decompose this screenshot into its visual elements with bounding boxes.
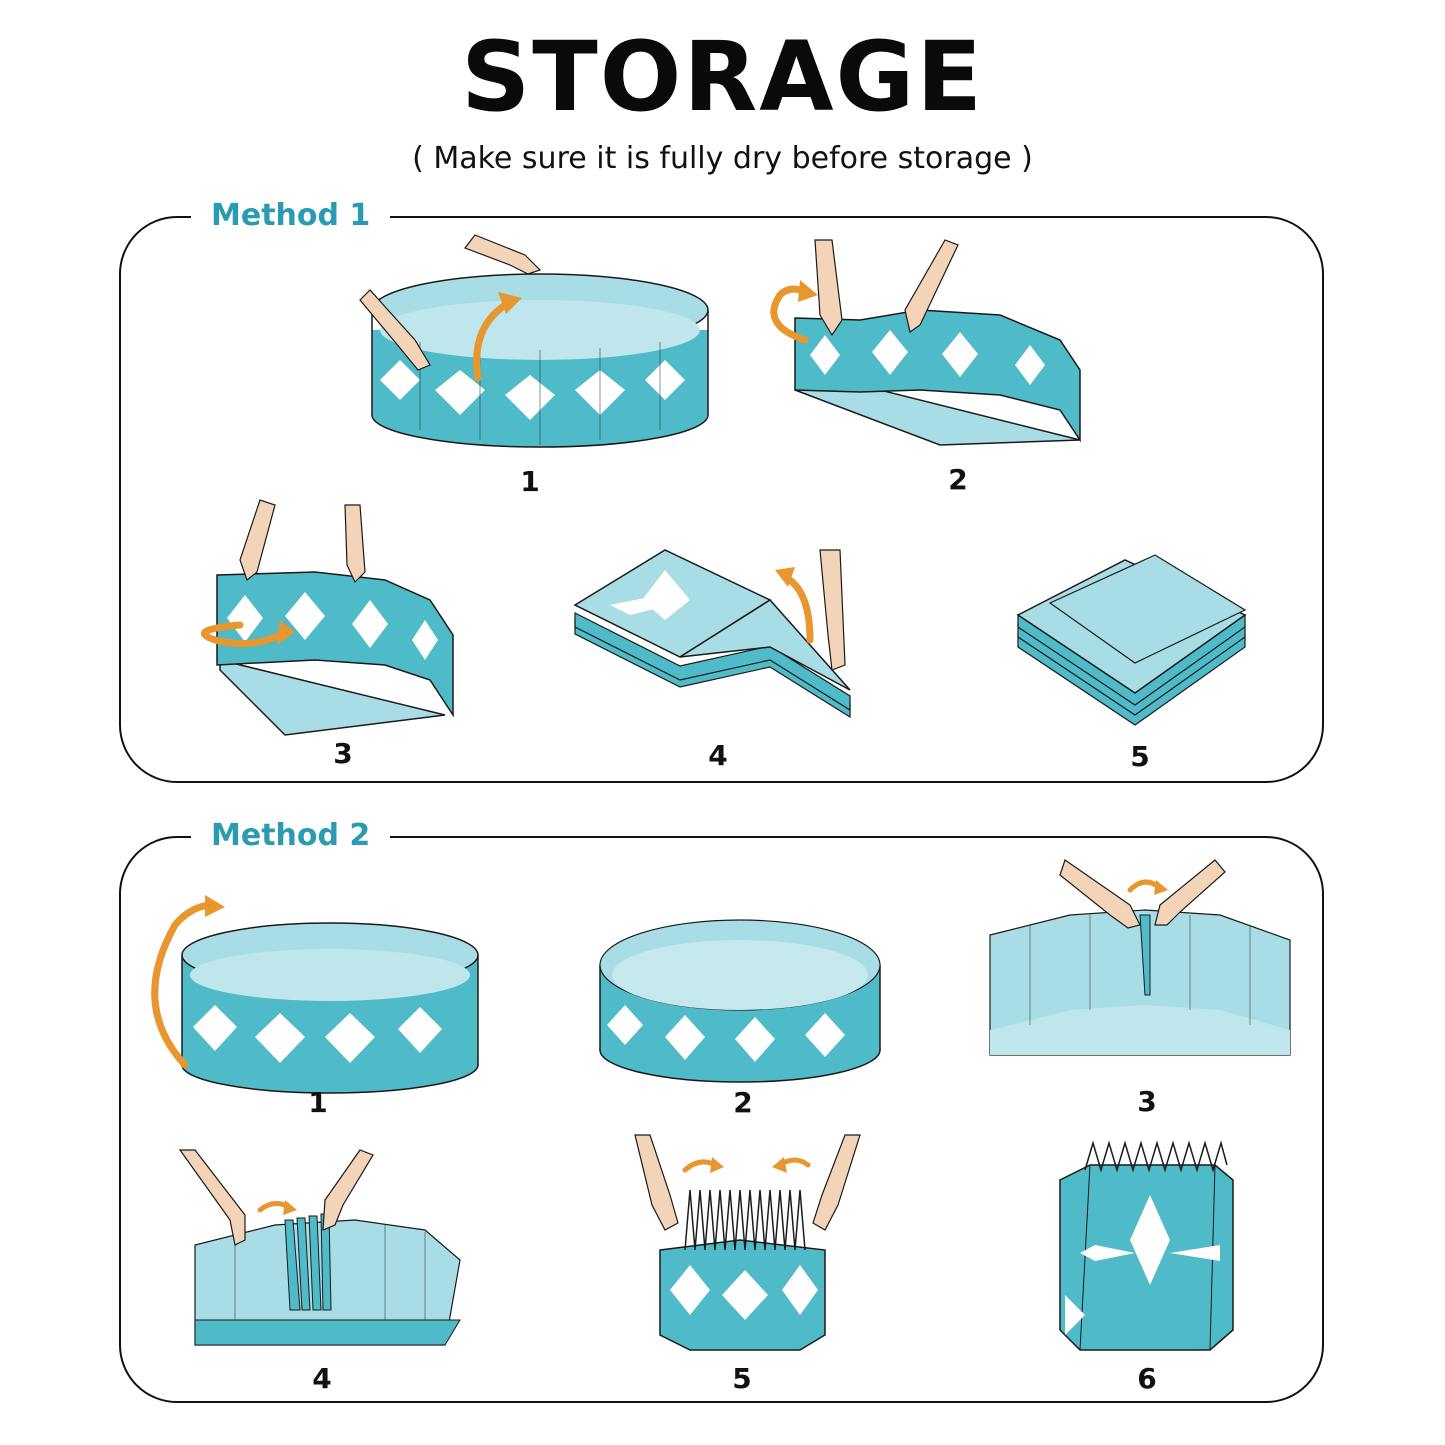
pool-stack-illustration bbox=[573, 549, 851, 719]
m2-step-5: 5 bbox=[630, 1134, 865, 1395]
m2-step-3-number: 3 bbox=[1137, 1085, 1157, 1118]
hand-icon bbox=[359, 234, 542, 371]
pool-round-illustration bbox=[151, 895, 479, 1094]
m2-step-2: 2 bbox=[595, 915, 895, 1120]
pool-folded-compact-illustration bbox=[1059, 1140, 1234, 1351]
pool-folding-illustration bbox=[770, 239, 1081, 446]
m1-step-3: 3 bbox=[185, 499, 465, 770]
m2-step-6: 6 bbox=[1055, 1135, 1240, 1395]
pool-compressing-illustration bbox=[634, 1134, 861, 1351]
m1-step-2: 2 bbox=[760, 239, 1090, 496]
page-title: STORAGE bbox=[461, 21, 984, 133]
m1-step-3-number: 3 bbox=[333, 737, 353, 770]
method-2-panel: Method 2 bbox=[119, 816, 1324, 1403]
m2-step-2-number: 2 bbox=[733, 1086, 753, 1119]
m2-step-4-number: 4 bbox=[312, 1362, 332, 1395]
m1-step-1: 1 bbox=[359, 230, 720, 498]
m2-step-1-number: 1 bbox=[308, 1086, 328, 1119]
pool-inner-fold-illustration bbox=[989, 859, 1291, 1056]
pool-round-illustration bbox=[599, 919, 881, 1083]
pool-round-illustration bbox=[371, 273, 709, 448]
m2-step-5-number: 5 bbox=[732, 1362, 752, 1395]
m2-step-4: 4 bbox=[175, 1149, 465, 1395]
pool-folded-square-illustration bbox=[1016, 554, 1247, 726]
pool-folding-illustration bbox=[200, 499, 454, 736]
method-1-panel: Method 1 bbox=[119, 196, 1324, 783]
m1-step-5-number: 5 bbox=[1130, 740, 1150, 773]
m2-step-3: 3 bbox=[989, 859, 1295, 1120]
pool-pleating-illustration bbox=[178, 1149, 461, 1346]
m1-step-5: 5 bbox=[1015, 554, 1250, 775]
m1-step-4: 4 bbox=[570, 545, 860, 775]
m1-step-1-number: 1 bbox=[520, 465, 540, 498]
m2-step-1: 1 bbox=[145, 895, 485, 1120]
page-subtitle: ( Make sure it is fully dry before stora… bbox=[412, 141, 1033, 176]
m1-step-2-number: 2 bbox=[948, 463, 968, 496]
m1-step-4-number: 4 bbox=[708, 739, 728, 772]
m2-step-6-number: 6 bbox=[1137, 1362, 1157, 1395]
method-1-label: Method 1 bbox=[191, 196, 391, 236]
method-2-label: Method 2 bbox=[191, 816, 391, 856]
